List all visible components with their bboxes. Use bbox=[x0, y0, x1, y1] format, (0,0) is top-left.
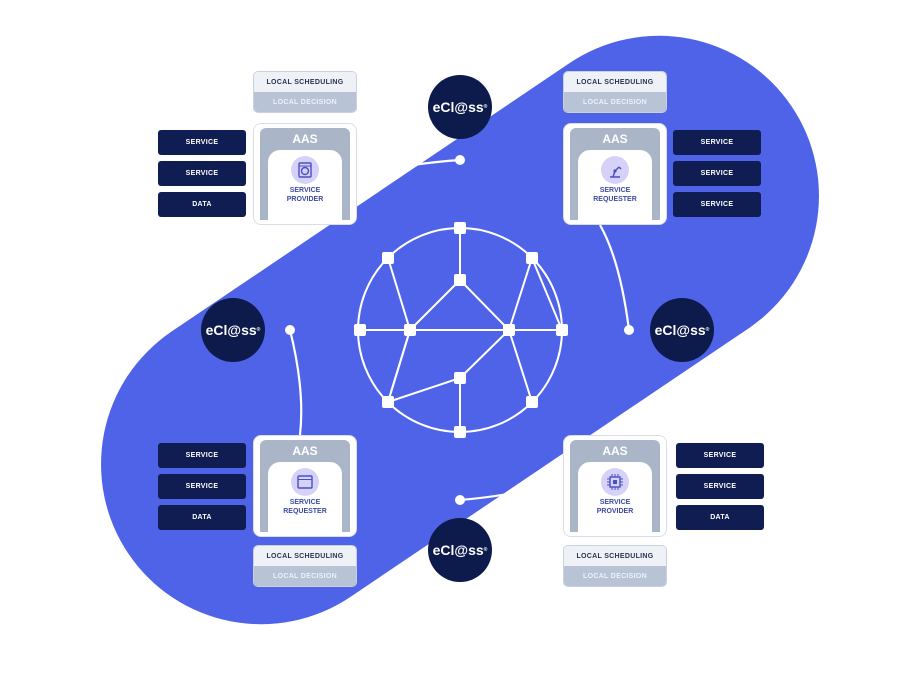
washing-machine-icon bbox=[291, 156, 319, 184]
role-label: SERVICE bbox=[289, 499, 321, 506]
eclass-label: eCl@ss bbox=[654, 322, 706, 338]
aas-content: SERVICE REQUESTER bbox=[578, 150, 652, 222]
eclass-logo: eCl@ss® bbox=[428, 75, 492, 139]
aas-label: AAS bbox=[292, 132, 318, 146]
mesh-node bbox=[454, 372, 466, 384]
mesh-edge bbox=[387, 257, 411, 331]
local-decision-label: LOCAL DECISION bbox=[254, 92, 356, 112]
mesh-node bbox=[382, 396, 394, 408]
eclass-label: eCl@ss bbox=[432, 542, 484, 558]
local-scheduling-label: LOCAL SCHEDULING bbox=[564, 546, 666, 566]
aas-shell: AAS SERVICE REQUESTER bbox=[570, 128, 660, 222]
eclass-logo: eCl@ss® bbox=[201, 298, 265, 362]
aas-card-top-right: AAS SERVICE REQUESTER bbox=[563, 123, 667, 225]
mesh-edge bbox=[459, 279, 510, 331]
mesh-edge bbox=[387, 377, 461, 403]
service-button[interactable]: SERVICE bbox=[676, 443, 764, 468]
network-mesh bbox=[354, 222, 568, 438]
role-label: SERVICE bbox=[599, 499, 631, 506]
service-button[interactable]: SERVICE bbox=[673, 130, 761, 155]
mesh-edge bbox=[531, 257, 563, 331]
local-scheduling-label: LOCAL SCHEDULING bbox=[254, 546, 356, 566]
browser-window-icon bbox=[291, 468, 319, 496]
data-button[interactable]: DATA bbox=[158, 192, 246, 217]
aas-content: SERVICE PROVIDER bbox=[268, 150, 342, 222]
mesh-node bbox=[556, 324, 568, 336]
mesh-node bbox=[526, 252, 538, 264]
local-decision-label: LOCAL DECISION bbox=[254, 566, 356, 586]
role-label: SERVICE bbox=[289, 187, 321, 194]
local-decision-label: LOCAL DECISION bbox=[564, 566, 666, 586]
local-decision-label: LOCAL DECISION bbox=[564, 92, 666, 112]
eclass-registered-mark: ® bbox=[483, 104, 488, 110]
aas-card-bottom-left: AAS SERVICE REQUESTER bbox=[253, 435, 357, 537]
aas-label: AAS bbox=[292, 444, 318, 458]
eclass-registered-mark: ® bbox=[705, 327, 710, 333]
service-button[interactable]: SERVICE bbox=[676, 474, 764, 499]
local-scheduling-label: LOCAL SCHEDULING bbox=[564, 72, 666, 92]
aas-shell: AAS SERVICE PROVIDER bbox=[260, 128, 350, 222]
mesh-node bbox=[454, 222, 466, 234]
mesh-edge bbox=[508, 257, 533, 331]
local-scheduling-label: LOCAL SCHEDULING bbox=[254, 72, 356, 92]
robot-arm-icon bbox=[601, 156, 629, 184]
service-button[interactable]: SERVICE bbox=[158, 443, 246, 468]
service-button[interactable]: SERVICE bbox=[673, 192, 761, 217]
aas-content: SERVICE PROVIDER bbox=[578, 462, 652, 534]
aas-label: AAS bbox=[602, 132, 628, 146]
aas-content: SERVICE REQUESTER bbox=[268, 462, 342, 534]
mesh-node bbox=[454, 426, 466, 438]
role-label: SERVICE bbox=[599, 187, 631, 194]
mesh-edge bbox=[508, 329, 533, 403]
eclass-logo: eCl@ss® bbox=[650, 298, 714, 362]
eclass-registered-mark: ® bbox=[256, 327, 261, 333]
mesh-edge bbox=[387, 329, 411, 403]
mesh-node bbox=[382, 252, 394, 264]
role-label: REQUESTER bbox=[283, 508, 327, 515]
service-button-stack: SERVICE SERVICE SERVICE bbox=[673, 130, 761, 223]
data-button[interactable]: DATA bbox=[676, 505, 764, 530]
mesh-edge bbox=[409, 279, 461, 331]
service-button[interactable]: SERVICE bbox=[158, 130, 246, 155]
service-button[interactable]: SERVICE bbox=[673, 161, 761, 186]
service-button[interactable]: SERVICE bbox=[158, 474, 246, 499]
mesh-node bbox=[503, 324, 515, 336]
aas-card-top-left: AAS SERVICE PROVIDER bbox=[253, 123, 357, 225]
role-label: PROVIDER bbox=[286, 196, 324, 203]
mesh-node bbox=[526, 396, 538, 408]
eclass-logo: eCl@ss® bbox=[428, 518, 492, 582]
mesh-node bbox=[404, 324, 416, 336]
aas-shell: AAS SERVICE PROVIDER bbox=[570, 440, 660, 534]
role-label: REQUESTER bbox=[593, 196, 637, 203]
chip-icon bbox=[601, 468, 629, 496]
mesh-edge bbox=[459, 329, 510, 379]
role-label: PROVIDER bbox=[596, 508, 634, 515]
eclass-label: eCl@ss bbox=[205, 322, 257, 338]
eclass-label: eCl@ss bbox=[432, 99, 484, 115]
eclass-registered-mark: ® bbox=[483, 547, 488, 553]
mesh-node bbox=[354, 324, 366, 336]
aas-card-bottom-right: AAS SERVICE PROVIDER bbox=[563, 435, 667, 537]
mesh-node bbox=[454, 274, 466, 286]
service-button[interactable]: SERVICE bbox=[158, 161, 246, 186]
service-button-stack: SERVICE SERVICE DATA bbox=[676, 443, 764, 536]
service-button-stack: SERVICE SERVICE DATA bbox=[158, 443, 246, 536]
service-button-stack: SERVICE SERVICE DATA bbox=[158, 130, 246, 223]
aas-shell: AAS SERVICE REQUESTER bbox=[260, 440, 350, 534]
aas-label: AAS bbox=[602, 444, 628, 458]
data-button[interactable]: DATA bbox=[158, 505, 246, 530]
connector-arcs bbox=[288, 158, 631, 502]
